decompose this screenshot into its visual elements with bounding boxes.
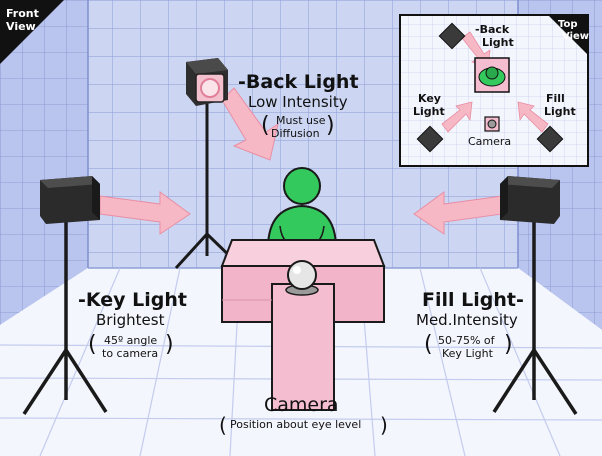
top-view-key-light-line1: Key — [418, 92, 441, 105]
fill-light-note-close-paren: ) — [504, 332, 513, 357]
back-light-note-close-paren: ) — [326, 113, 335, 138]
camera-annotation: Camera ( Position about eye level ) — [219, 394, 388, 437]
back-light-note-open-paren: ( — [261, 113, 270, 138]
fill-light-title: Fill Light- — [422, 289, 524, 311]
fill-light-beam-arrow — [413, 191, 503, 235]
fill-light-note-open-paren: ( — [424, 332, 433, 357]
key-light-note-line1: 45º angle — [104, 334, 157, 347]
back-light-subtitle: Low Intensity — [248, 93, 348, 111]
fill-light-annotation: Fill Light- Med.Intensity ( 50-75% of Ke… — [416, 289, 524, 360]
camera-note-close-paren: ) — [380, 413, 388, 437]
top-view-inset: Top View -Back Light Key Light Fill Ligh… — [399, 14, 589, 167]
front-view-label-line2: View — [6, 20, 36, 33]
key-light-note-line2: to camera — [102, 347, 158, 360]
top-view-label-line2: View — [562, 31, 589, 42]
key-light-title: -Key Light — [78, 289, 187, 311]
top-view-key-light-line2: Light — [413, 105, 445, 118]
fill-light-note-line2: Key Light — [442, 347, 494, 360]
back-light-note-line2: Diffusion — [271, 127, 320, 140]
fill-light-stand — [492, 218, 578, 415]
key-light-stand — [22, 218, 108, 415]
key-light-subtitle: Brightest — [96, 311, 165, 329]
top-view-key-arrow — [441, 101, 473, 133]
top-view-subject — [474, 57, 510, 93]
camera-title: Camera — [264, 394, 339, 416]
top-view-fill-light-icon — [536, 125, 564, 153]
camera-note-open-paren: ( — [219, 413, 227, 437]
key-light-beam-arrow — [99, 191, 191, 235]
top-view-fill-light-line2: Light — [544, 105, 576, 118]
top-view-back-light-icon — [438, 22, 466, 50]
top-view-fill-arrow — [517, 101, 549, 133]
top-view-label-line1: Top — [558, 19, 578, 30]
top-view-back-light-line1: -Back — [475, 23, 510, 36]
key-light-head — [40, 176, 100, 224]
key-light-note-open-paren: ( — [88, 332, 97, 357]
camera-front — [285, 260, 319, 296]
front-view-label-line1: Front — [6, 7, 39, 20]
top-view-back-light-line2: Light — [482, 36, 514, 49]
key-light-note-close-paren: ) — [165, 332, 174, 357]
top-view-fill-light-line1: Fill — [546, 92, 565, 105]
fill-light-head — [500, 176, 560, 224]
fill-light-subtitle: Med.Intensity — [416, 311, 518, 329]
camera-note: Position about eye level — [230, 418, 361, 431]
top-view-key-light-icon — [416, 125, 444, 153]
back-light-beam-arrow — [221, 87, 279, 161]
top-view-camera-label: Camera — [468, 135, 511, 148]
fill-light-note-line1: 50-75% of — [438, 334, 496, 347]
back-light-stand — [174, 102, 240, 270]
back-light-title: -Back Light — [238, 71, 359, 93]
back-light-head — [186, 58, 228, 106]
back-light-annotation: -Back Light Low Intensity ( Must use Dif… — [238, 71, 359, 140]
key-light-annotation: -Key Light Brightest ( 45º angle to came… — [78, 289, 187, 360]
top-view-camera-icon — [484, 116, 500, 132]
back-light-note-line1: Must use — [276, 114, 326, 127]
front-view-tag: Front View — [0, 0, 64, 64]
